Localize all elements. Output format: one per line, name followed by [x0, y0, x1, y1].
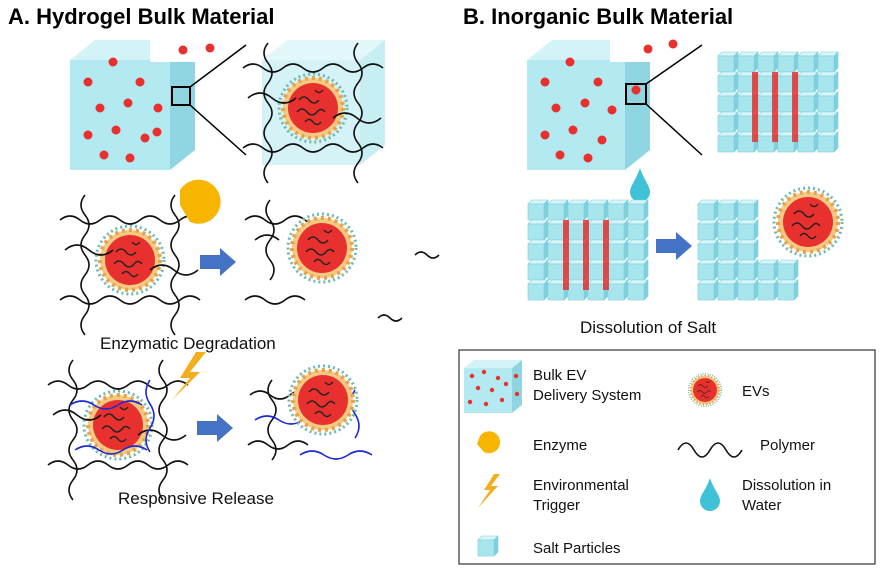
legend-water-drop-icon	[700, 478, 720, 511]
salt-particle	[527, 219, 549, 241]
salt-particle	[627, 219, 649, 241]
salt-particle	[717, 219, 739, 241]
salt-particle	[737, 279, 759, 301]
enzymatic-degradation	[59, 179, 440, 336]
salt-particle	[737, 51, 759, 73]
arrow-dissolution	[656, 232, 692, 260]
panel-b-title: B. Inorganic Bulk Material	[463, 4, 733, 29]
hydrogel-zoom	[242, 40, 385, 184]
legend-polymer: Polymer	[760, 437, 815, 454]
salt-grid-ev-slices	[752, 72, 798, 142]
legend-bulk-line1: Bulk EV	[533, 367, 586, 384]
salt-particle	[797, 131, 819, 153]
salt-particle	[627, 239, 649, 261]
salt-particle	[697, 219, 719, 241]
salt-particle	[717, 131, 739, 153]
responsive-release	[47, 352, 373, 501]
legend-env-line1: Environmental	[533, 477, 629, 494]
legend-diss-line2: Water	[742, 497, 781, 514]
salt-particle	[697, 279, 719, 301]
salt-particle	[527, 239, 549, 261]
water-drop-icon	[630, 168, 650, 202]
salt-particle	[587, 199, 609, 221]
legend-enzyme-icon	[477, 431, 501, 454]
caption-responsive: Responsive Release	[118, 489, 274, 508]
legend: Bulk EV Delivery System EVs Enzyme Polym…	[458, 349, 876, 565]
salt-particle	[777, 279, 799, 301]
salt-particle	[717, 51, 739, 73]
caption-enzymatic: Enzymatic Degradation	[100, 334, 276, 353]
salt-particle	[777, 51, 799, 73]
ev-released-1	[286, 212, 358, 284]
salt-particle	[717, 111, 739, 133]
ev-in-hydrogel-1	[94, 224, 166, 296]
salt-particle	[797, 91, 819, 113]
hydrogel-bulk-cube	[70, 40, 247, 170]
salt-particle	[817, 91, 839, 113]
salt-particle	[817, 71, 839, 93]
salt-particle	[527, 259, 549, 281]
salt-particle	[817, 51, 839, 73]
legend-bulk-icon	[464, 360, 522, 413]
salt-particle	[697, 259, 719, 281]
legend-diss-line1: Dissolution in	[742, 477, 831, 494]
salt-particle	[607, 199, 629, 221]
salt-particle	[817, 111, 839, 133]
salt-particle	[757, 51, 779, 73]
salt-particle	[777, 259, 799, 281]
salt-particle	[527, 199, 549, 221]
salt-particle	[757, 259, 779, 281]
ev-in-hydrogel-2	[82, 389, 154, 461]
salt-particle	[757, 279, 779, 301]
salt-particle	[547, 199, 569, 221]
legend-bulk-line2: Delivery System	[533, 387, 641, 404]
salt-particle	[797, 51, 819, 73]
salt-particle	[737, 219, 759, 241]
salt-particle	[817, 131, 839, 153]
salt-particle	[627, 259, 649, 281]
legend-enzyme: Enzyme	[533, 437, 587, 454]
salt-particle	[697, 199, 719, 221]
arrow-enzymatic	[200, 248, 236, 276]
salt-particle	[737, 199, 759, 221]
legend-env-line2: Trigger	[533, 497, 580, 514]
trigger-icon	[172, 352, 206, 400]
arrow-responsive	[197, 414, 233, 442]
ev-released-3	[772, 186, 844, 258]
inorganic-bulk-cube	[527, 39, 703, 170]
salt-particle	[737, 259, 759, 281]
salt-particle	[567, 199, 589, 221]
salt-particle	[627, 279, 649, 301]
salt-particle	[717, 259, 739, 281]
salt-particle	[607, 239, 629, 261]
salt-particle	[717, 239, 739, 261]
salt-particle	[697, 239, 719, 261]
legend-salt: Salt Particles	[533, 540, 621, 557]
salt-particle	[607, 259, 629, 281]
panel-a-title: A. Hydrogel Bulk Material	[8, 4, 275, 29]
legend-salt-icon	[477, 535, 499, 557]
caption-dissolution: Dissolution of Salt	[580, 318, 716, 337]
salt-particle	[717, 279, 739, 301]
ev-released-2	[287, 364, 359, 436]
enzyme-icon	[180, 179, 221, 224]
salt-particle	[607, 219, 629, 241]
salt-particle	[797, 111, 819, 133]
salt-grid-ev-slices-2	[563, 220, 609, 290]
salt-particle	[737, 239, 759, 261]
salt-particle	[527, 279, 549, 301]
legend-evs: EVs	[742, 383, 770, 400]
salt-particle	[797, 71, 819, 93]
salt-particle	[717, 199, 739, 221]
salt-particle	[607, 279, 629, 301]
salt-particle	[717, 71, 739, 93]
legend-polymer-icon	[677, 442, 743, 458]
salt-particle	[717, 91, 739, 113]
salt-particle	[627, 199, 649, 221]
